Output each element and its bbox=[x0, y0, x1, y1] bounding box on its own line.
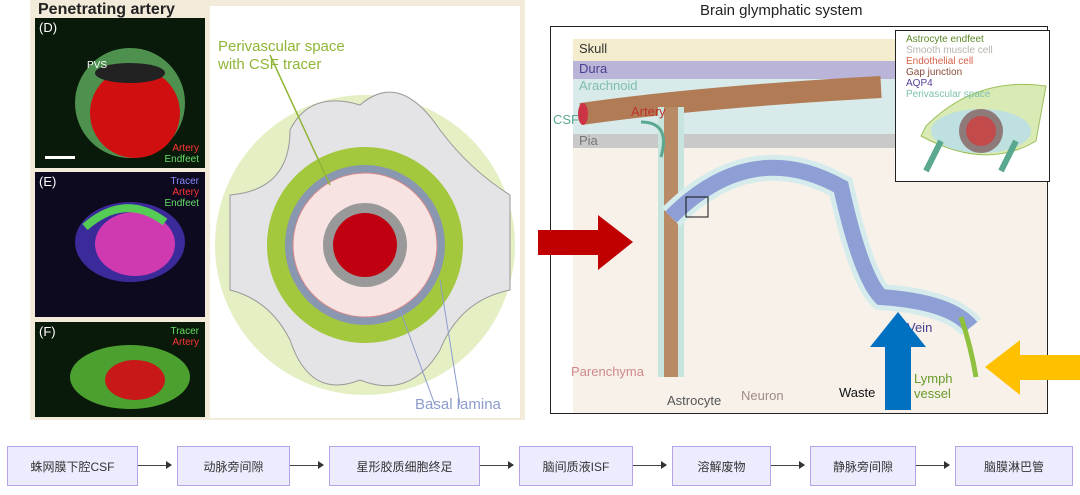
waste-label: Waste bbox=[839, 385, 876, 400]
flow-arrow bbox=[771, 461, 805, 469]
neuron-label: Neuron bbox=[741, 388, 784, 403]
arachnoid-label: Arachnoid bbox=[579, 78, 638, 93]
pia-label: Pia bbox=[579, 133, 598, 148]
astrocyte-label: Astrocyte bbox=[667, 393, 722, 408]
inset-legend-perivascular: Perivascular space bbox=[906, 89, 991, 100]
flow-step-subarachnoid-csf: 蛛网膜下腔CSF bbox=[7, 446, 138, 486]
blue-arrow-icon bbox=[870, 312, 926, 410]
flow-step-astrocyte-endfeet: 星形胶质细胞终足 bbox=[329, 446, 480, 486]
parenchyma-label: Parenchyma bbox=[571, 364, 644, 379]
flow-step-isf: 脑间质液ISF bbox=[519, 446, 633, 486]
inset-legend-endothelial: Endothelial cell bbox=[906, 56, 974, 67]
legend-tracer: Tracer bbox=[170, 326, 199, 337]
perivascular-schematic bbox=[215, 54, 515, 406]
legend-artery: Artery bbox=[172, 143, 199, 154]
legend-endfeet: Endfeet bbox=[164, 198, 199, 209]
panel-e-label: (E) bbox=[39, 174, 57, 189]
inset-legend-astrocyte-endfeet: Astrocyte endfeet bbox=[906, 34, 984, 45]
lymph-vessel-label: Lymph vessel bbox=[914, 371, 953, 401]
flow-step-perivenous-space: 静脉旁间隙 bbox=[810, 446, 916, 486]
red-arrow-icon bbox=[538, 215, 633, 270]
skull-label: Skull bbox=[579, 41, 608, 56]
flow-arrow bbox=[290, 461, 324, 469]
flow-step-meningeal-lymphatics: 脑膜淋巴管 bbox=[955, 446, 1073, 486]
legend-endfeet: Endfeet bbox=[164, 154, 199, 165]
left-figure-title: Penetrating artery bbox=[38, 1, 175, 18]
inset-box: Astrocyte endfeet Smooth muscle cell End… bbox=[895, 30, 1050, 182]
inset-legend-smooth-muscle: Smooth muscle cell bbox=[906, 45, 993, 56]
legend-artery: Artery bbox=[172, 337, 199, 348]
yellow-arrow-icon bbox=[985, 340, 1080, 395]
perivascular-space-label: Perivascular space with CSF tracer bbox=[218, 38, 345, 73]
dura-label: Dura bbox=[579, 61, 608, 76]
basal-lamina-label: Basal lamina bbox=[415, 396, 501, 413]
right-figure-title: Brain glymphatic system bbox=[700, 2, 863, 19]
flow-arrow bbox=[916, 461, 950, 469]
flow-step-dissolved-waste: 溶解废物 bbox=[672, 446, 771, 486]
flow-arrow bbox=[633, 461, 667, 469]
flow-arrow bbox=[480, 461, 514, 469]
artery-label: Artery bbox=[631, 104, 666, 119]
legend-tracer: Tracer bbox=[170, 176, 199, 187]
flow-step-periarterial-space: 动脉旁间隙 bbox=[177, 446, 290, 486]
legend-artery: Artery bbox=[172, 187, 199, 198]
flow-arrow bbox=[138, 461, 172, 469]
csf-label: CSF bbox=[553, 112, 579, 127]
pvs-label: PVS bbox=[87, 60, 108, 71]
panel-d-label: (D) bbox=[39, 20, 58, 35]
inset-legend-aqp4: AQP4 bbox=[906, 78, 933, 89]
panel-f-label: (F) bbox=[39, 324, 56, 339]
inset-legend-gap-junction: Gap junction bbox=[906, 67, 963, 78]
